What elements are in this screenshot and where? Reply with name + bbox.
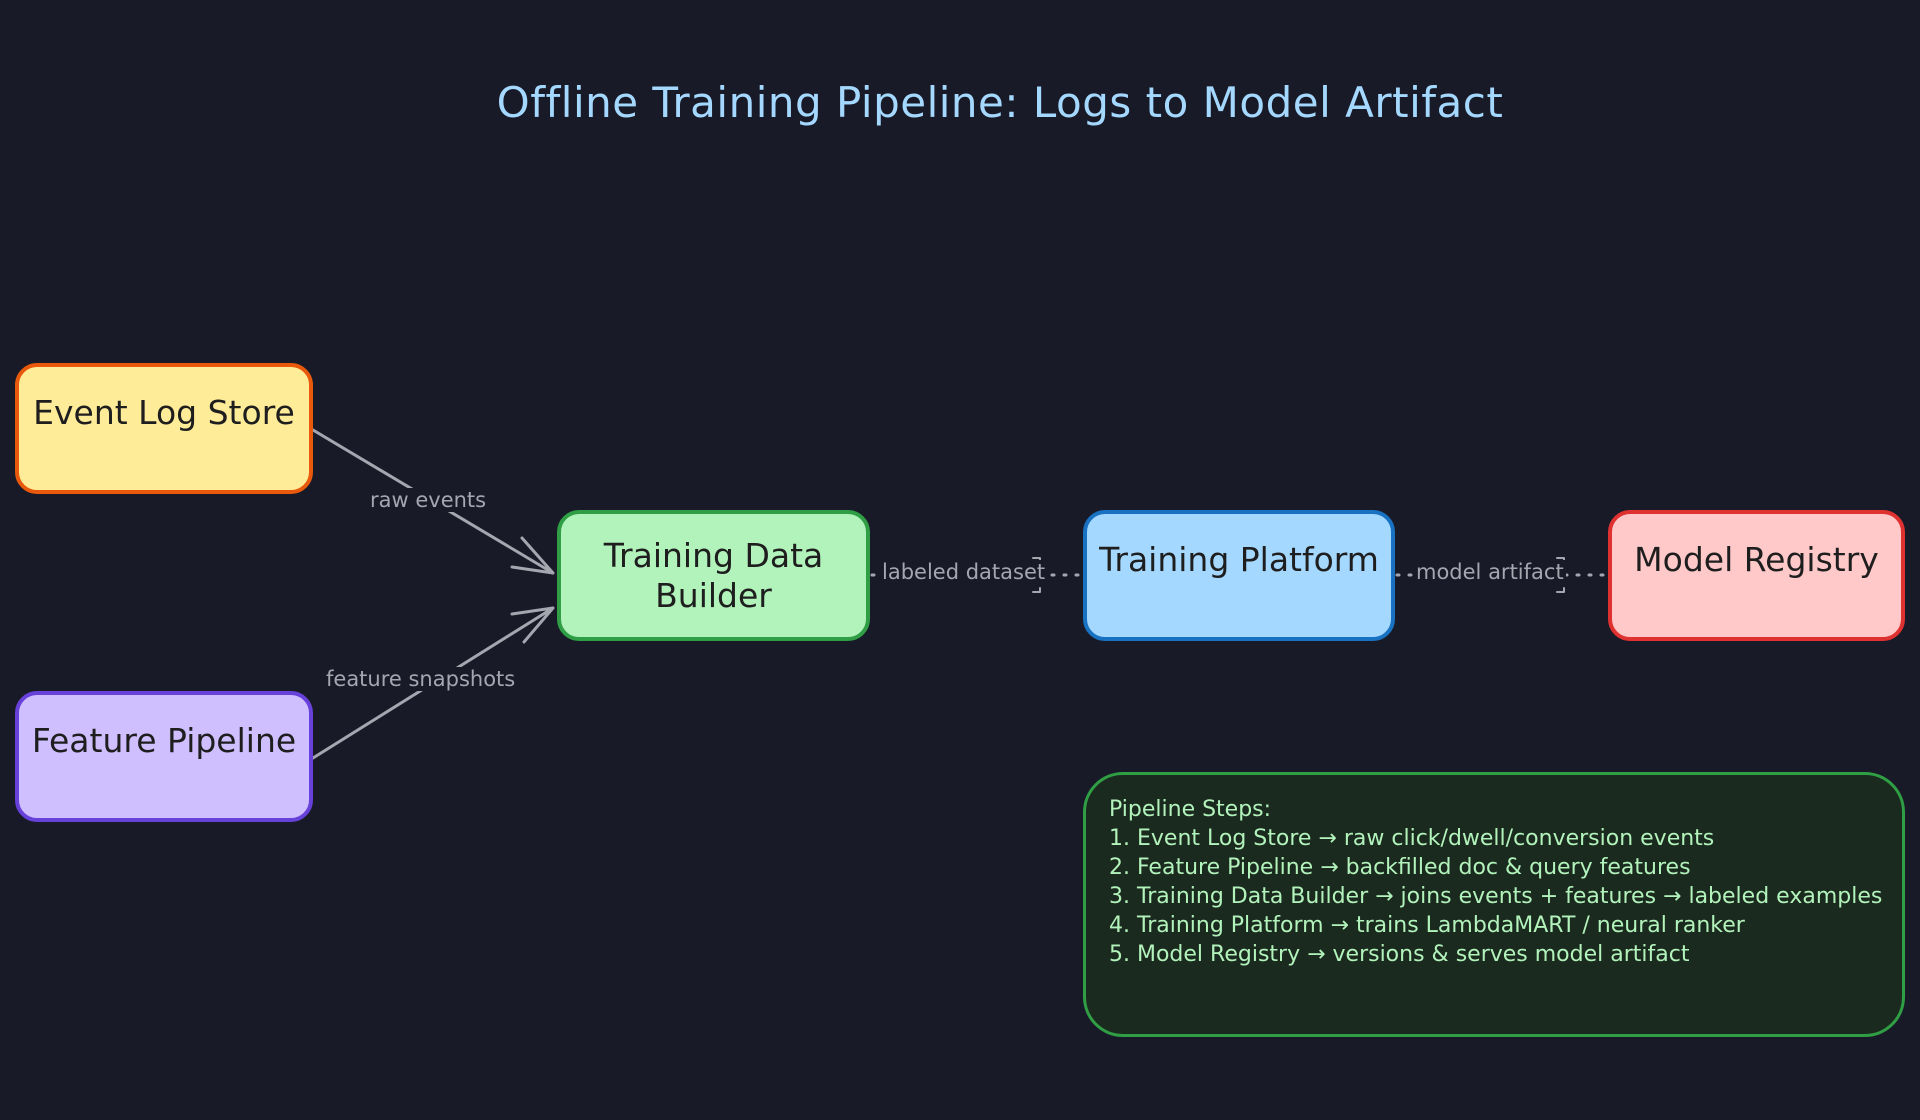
node-model-registry[interactable]: Model Registry <box>1608 510 1905 641</box>
node-event-log-store[interactable]: Event Log Store <box>15 363 313 494</box>
edge-label-raw-events: raw events <box>368 488 489 512</box>
node-label: Training Data Builder <box>603 536 824 615</box>
node-feature-pipeline[interactable]: Feature Pipeline <box>15 691 313 822</box>
node-training-platform[interactable]: Training Platform <box>1083 510 1395 641</box>
edge-label-labeled-dataset: labeled dataset <box>880 560 1048 584</box>
node-label: Training Platform <box>1099 540 1379 579</box>
note-step: 4. Training Platform → trains LambdaMART… <box>1109 913 1745 938</box>
node-label: Feature Pipeline <box>31 721 297 760</box>
node-label: Model Registry <box>1634 540 1879 579</box>
note-step: 5. Model Registry → versions & serves mo… <box>1109 942 1690 967</box>
node-label: Event Log Store <box>33 393 295 432</box>
notes-heading: Pipeline Steps: <box>1109 797 1272 822</box>
diagram-title: Offline Training Pipeline: Logs to Model… <box>496 78 1504 127</box>
note-step: 2. Feature Pipeline → backfilled doc & q… <box>1109 855 1691 880</box>
edge-label-model-artifact: model artifact <box>1414 560 1566 584</box>
note-step: 3. Training Data Builder → joins events … <box>1109 884 1883 909</box>
node-training-data-builder[interactable]: Training Data Builder <box>557 510 870 641</box>
edge-label-feature-snapshots: feature snapshots <box>324 667 518 691</box>
note-step: 1. Event Log Store → raw click/dwell/con… <box>1109 826 1715 851</box>
pipeline-steps-note[interactable]: Pipeline Steps: 1. Event Log Store → raw… <box>1083 772 1905 1037</box>
